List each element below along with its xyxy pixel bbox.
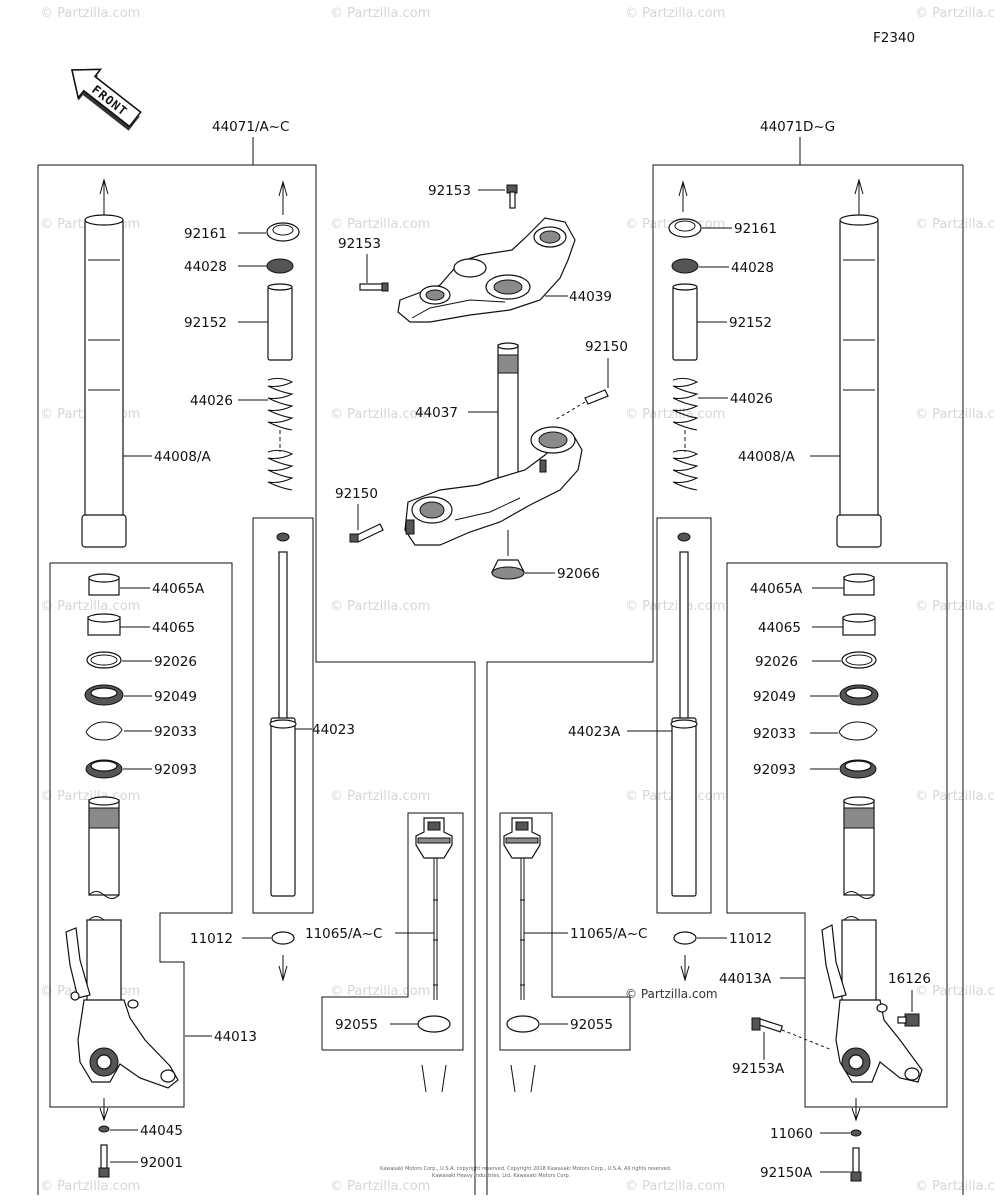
svg-text:© Partzilla.com: © Partzilla.com xyxy=(330,1179,430,1194)
label-92153a: 92153A xyxy=(732,1061,785,1077)
svg-text:© Partzilla.com: © Partzilla.com xyxy=(625,6,725,21)
label-92055-right: 92055 xyxy=(570,1017,613,1033)
svg-text:© Partzilla.com: © Partzilla.com xyxy=(915,599,995,614)
svg-text:© Partzilla.com: © Partzilla.com xyxy=(330,217,430,232)
svg-text:© Partzilla.com: © Partzilla.com xyxy=(330,789,430,804)
label-44037: 44037 xyxy=(415,405,458,421)
label-44028-right: 44028 xyxy=(731,260,774,276)
label-92152-left: 92152 xyxy=(184,315,227,331)
svg-text:© Partzilla.com: © Partzilla.com xyxy=(330,984,430,999)
label-92026-right: 92026 xyxy=(755,654,798,670)
label-44039: 44039 xyxy=(569,289,612,305)
svg-text:© Partzilla.com: © Partzilla.com xyxy=(915,6,995,21)
label-44026-left: 44026 xyxy=(190,393,233,409)
svg-text:© Partzilla.com: © Partzilla.com xyxy=(625,987,718,1001)
label-92152-right: 92152 xyxy=(729,315,772,331)
label-44013: 44013 xyxy=(214,1029,257,1045)
left-fork-assembly: 44071/A~C 44008/A 92161 44028 92152 xyxy=(37,119,476,1195)
fork-leg-bottom-icon xyxy=(821,919,923,1083)
label-92161-left: 92161 xyxy=(184,226,227,242)
label-92150-right: 92150 xyxy=(585,339,628,355)
label-44013a: 44013A xyxy=(719,971,772,987)
label-44065a-left: 44065A xyxy=(152,581,205,597)
label-11012-right: 11012 xyxy=(729,931,772,947)
copyright-line-1: Kawasaki Motors Corp., U.S.A. copyright … xyxy=(380,1166,672,1172)
label-92055-left: 92055 xyxy=(335,1017,378,1033)
label-11060: 11060 xyxy=(770,1126,813,1142)
label-92026-left: 92026 xyxy=(154,654,197,670)
label-44023a: 44023A xyxy=(568,724,621,740)
label-92150a: 92150A xyxy=(760,1165,813,1181)
svg-text:© Partzilla.com: © Partzilla.com xyxy=(915,984,995,999)
svg-text:© Partzilla.com: © Partzilla.com xyxy=(330,599,430,614)
label-92033-left: 92033 xyxy=(154,724,197,740)
label-92066: 92066 xyxy=(557,566,600,582)
label-92049-left: 92049 xyxy=(154,689,197,705)
label-16126: 16126 xyxy=(888,971,931,987)
label-92093-right: 92093 xyxy=(753,762,796,778)
label-92153-top: 92153 xyxy=(428,183,471,199)
svg-text:© Partzilla.com: © Partzilla.com xyxy=(915,407,995,422)
steering-stem-assembly: 92153 92153 44039 92150 44037 xyxy=(335,183,628,582)
label-44026-right: 44026 xyxy=(730,391,773,407)
label-44065a-right: 44065A xyxy=(750,581,803,597)
label-44023: 44023 xyxy=(312,722,355,738)
label-44065-left: 44065 xyxy=(152,620,195,636)
spring-icon xyxy=(267,377,294,491)
label-44071-a-c: 44071/A~C xyxy=(212,119,289,135)
right-fork-assembly: 44071D~G 44008/A 92161 44028 92152 xyxy=(486,119,964,1195)
label-44008-right: 44008/A xyxy=(738,449,795,465)
diagram-code: F2340 xyxy=(873,30,915,46)
label-92161-right: 92161 xyxy=(734,221,777,237)
label-44065-right: 44065 xyxy=(758,620,801,636)
svg-text:© Partzilla.com: © Partzilla.com xyxy=(40,6,140,21)
svg-text:© Partzilla.com: © Partzilla.com xyxy=(625,407,725,422)
svg-text:© Partzilla.com: © Partzilla.com xyxy=(915,1179,995,1194)
label-11012-left: 11012 xyxy=(190,931,233,947)
svg-text:© Partzilla.com: © Partzilla.com xyxy=(40,1179,140,1194)
label-44008-left: 44008/A xyxy=(154,449,211,465)
label-92093-left: 92093 xyxy=(154,762,197,778)
label-44028-left: 44028 xyxy=(184,259,227,275)
label-11065-left: 11065/A~C xyxy=(305,926,382,942)
label-92150-left: 92150 xyxy=(335,486,378,502)
label-44045: 44045 xyxy=(140,1123,183,1139)
spring-icon xyxy=(672,377,699,491)
fork-leg-bottom-icon xyxy=(65,919,179,1089)
label-44071-d-g: 44071D~G xyxy=(760,119,835,135)
label-92153-side: 92153 xyxy=(338,236,381,252)
svg-text:© Partzilla.com: © Partzilla.com xyxy=(625,1179,725,1194)
svg-text:© Partzilla.com: © Partzilla.com xyxy=(915,217,995,232)
copyright-line-2: Kawasaki Heavy Industries, Ltd. Kawasaki… xyxy=(432,1173,571,1179)
label-92001: 92001 xyxy=(140,1155,183,1171)
svg-text:© Partzilla.com: © Partzilla.com xyxy=(330,407,430,422)
label-92049-right: 92049 xyxy=(753,689,796,705)
svg-text:© Partzilla.com: © Partzilla.com xyxy=(330,6,430,21)
label-92033-right: 92033 xyxy=(753,726,796,742)
label-11065-right: 11065/A~C xyxy=(570,926,647,942)
svg-text:© Partzilla.com: © Partzilla.com xyxy=(625,599,725,614)
front-arrow-icon: FRONT xyxy=(71,68,142,131)
svg-text:© Partzilla.com: © Partzilla.com xyxy=(915,789,995,804)
svg-text:© Partzilla.com: © Partzilla.com xyxy=(40,599,140,614)
